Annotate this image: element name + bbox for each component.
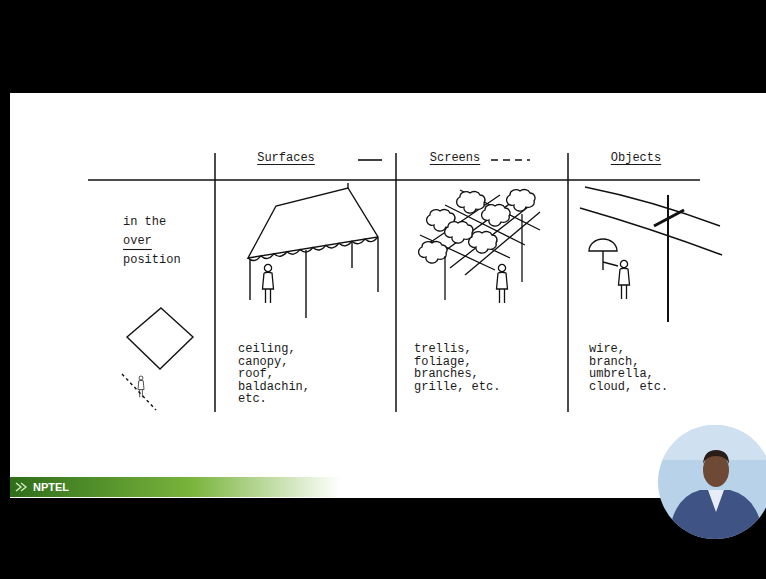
bar-icon — [16, 483, 26, 491]
utility-pole — [667, 195, 669, 322]
canopy-sketch — [248, 183, 378, 318]
person-figure — [138, 376, 144, 397]
text-underline — [123, 249, 152, 250]
ground-line — [122, 374, 156, 410]
over-plane-diamond — [127, 308, 193, 369]
example-list: ceiling, canopy, roof, baldachin, etc. — [238, 343, 330, 406]
foliage-blob — [469, 232, 497, 254]
umbrella — [589, 239, 617, 251]
speaker-video — [650, 420, 766, 550]
foliage-blob — [482, 205, 510, 227]
row-heading: in the over position — [123, 213, 185, 270]
objects-sketch — [580, 187, 722, 322]
table-rule — [395, 153, 397, 412]
person-figure — [263, 264, 274, 303]
channel-bar — [10, 477, 340, 497]
pole-crossbar — [654, 210, 684, 226]
video-ground — [650, 420, 766, 550]
canopy-pole — [250, 238, 378, 318]
trellis-post — [445, 214, 522, 300]
speaker-collar — [708, 490, 724, 512]
foliage-blob — [507, 190, 535, 212]
foliage-blob — [457, 192, 485, 214]
foliage-blob — [419, 190, 535, 264]
line-sample — [358, 159, 382, 161]
speaker-body — [668, 490, 764, 545]
speaker-hair — [703, 450, 729, 464]
example-list: wire, branch, umbrella, cloud, etc. — [589, 343, 681, 393]
column-heading: Surfaces — [257, 152, 315, 165]
column-heading: Screens — [430, 152, 480, 165]
trellis-sketch — [419, 190, 540, 303]
person-figure — [619, 260, 630, 299]
channel-logo: NPTEL — [33, 480, 69, 494]
umbrella-handle — [603, 251, 618, 270]
example-list: trellis, foliage, branches, grille, etc. — [414, 343, 506, 393]
table-rule — [88, 179, 700, 181]
table-rule — [567, 153, 569, 412]
column-heading: Objects — [611, 152, 661, 165]
slide-ground — [10, 93, 766, 498]
plane-sketch — [122, 308, 193, 410]
line-sample — [491, 159, 530, 161]
table-rule — [214, 153, 216, 412]
canopy-sketch — [347, 183, 348, 188]
canopy-fringe — [248, 237, 378, 261]
foliage-blob — [419, 242, 447, 264]
person-figure — [497, 264, 508, 303]
overhead-wire — [580, 187, 722, 255]
